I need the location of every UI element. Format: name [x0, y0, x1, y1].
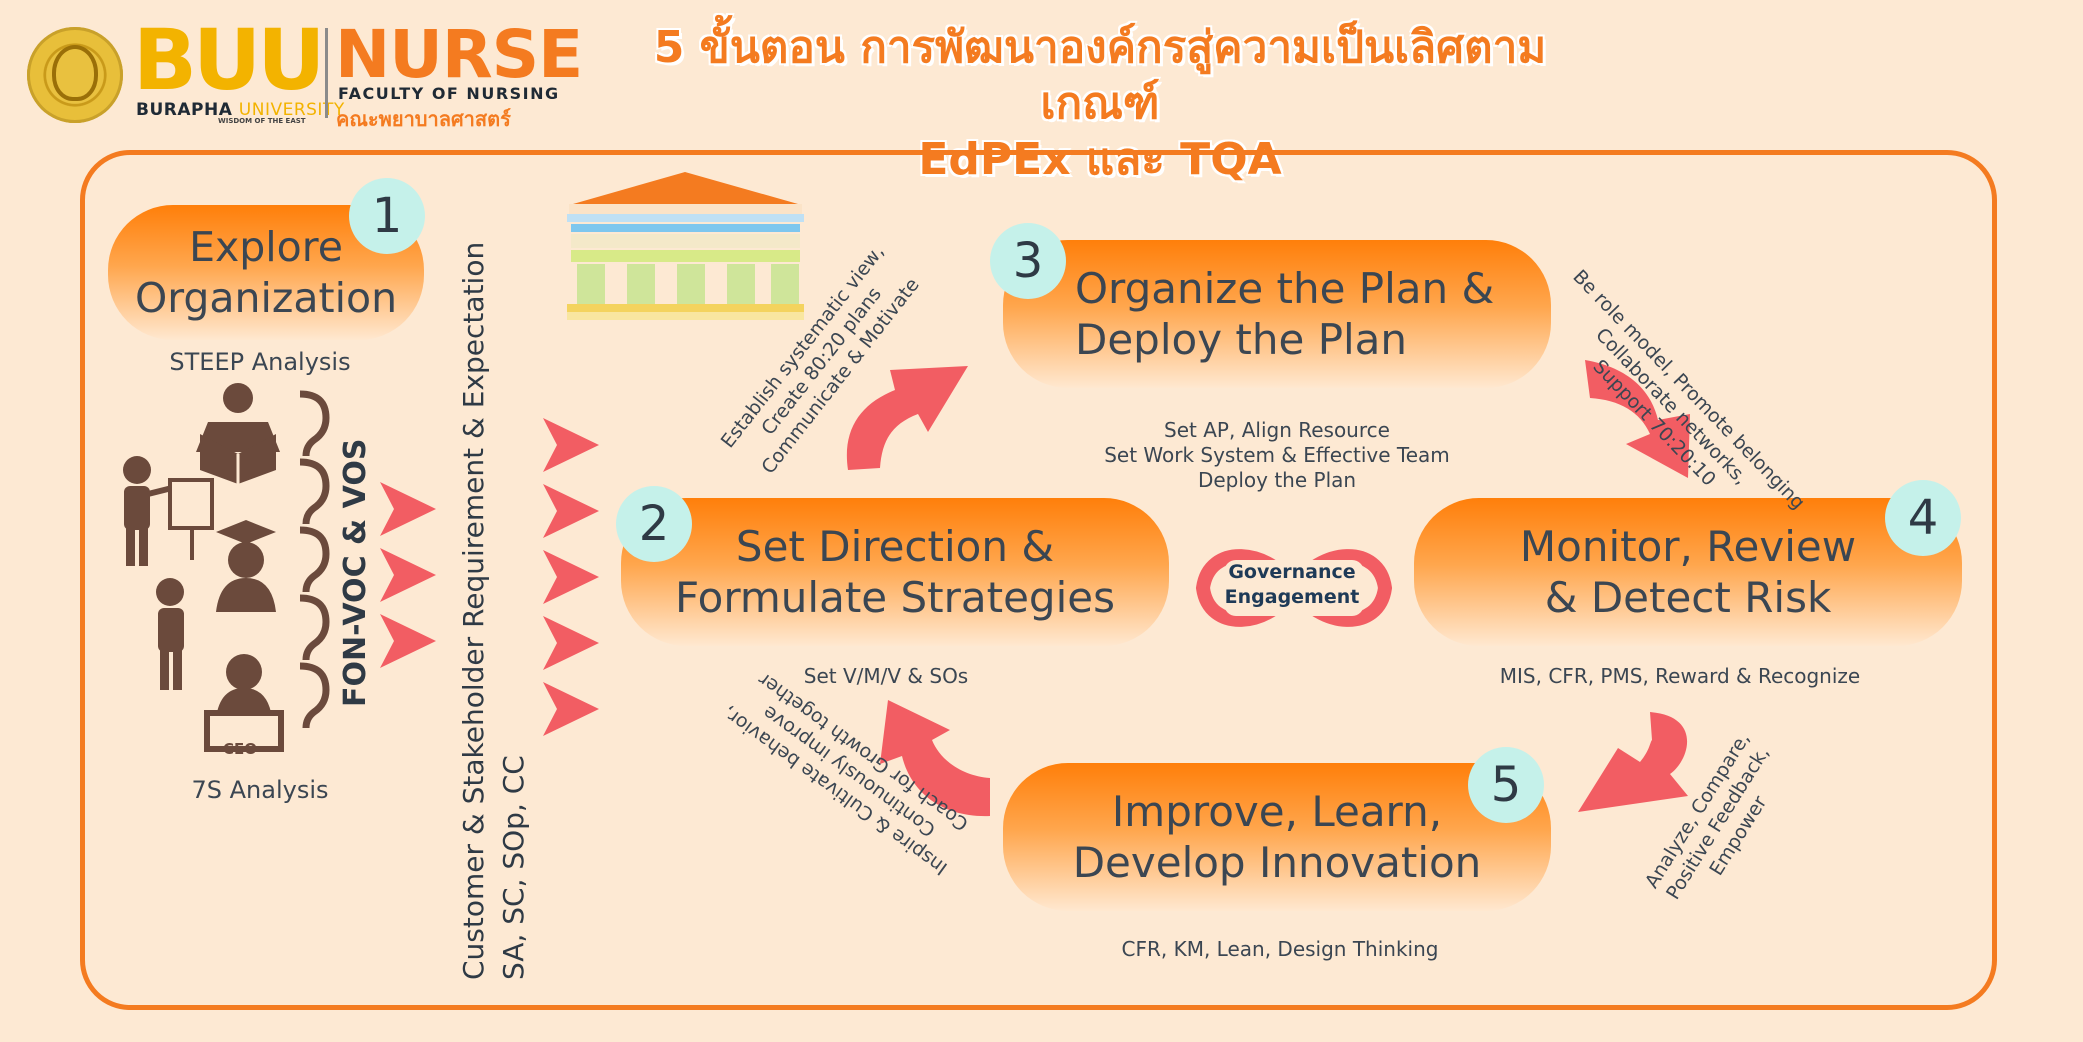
seven-s-analysis-label: 7S Analysis [191, 776, 329, 804]
steep-analysis-label: STEEP Analysis [169, 348, 351, 376]
strategy-house-illustration [567, 172, 804, 320]
logo-divider [325, 28, 328, 118]
nurse-logo-subtitle: FACULTY OF NURSING [338, 84, 560, 103]
step-5-caption: CFR, KM, Lean, Design Thinking [1121, 937, 1439, 961]
step-4-caption: MIS, CFR, PMS, Reward & Recognize [1499, 664, 1861, 688]
step-5-number-badge: 5 [1468, 747, 1544, 823]
governance-engagement-label: Governance Engagement [1224, 561, 1360, 608]
infinity-icon [1195, 549, 1393, 627]
title-line-1: 5 ขั้นตอน การพัฒนาองค์กรสู่ความเป็นเลิศต… [653, 22, 1547, 129]
step-4-monitor-review: Monitor, Review& Detect Risk [1414, 498, 1962, 646]
customer-arrows-icon [543, 418, 599, 736]
buu-tagline: WISDOM OF THE EAST [218, 117, 306, 125]
buu-logo-subtitle: BURAPHA UNIVERSITY [136, 100, 345, 120]
seal-emblem-icon [52, 45, 98, 101]
step-2-caption: Set V/M/V & SOs [803, 664, 969, 688]
page-title: 5 ขั้นตอน การพัฒนาองค์กรสู่ความเป็นเลิศต… [600, 20, 1600, 188]
step-3-organize-plan: Organize the Plan &Deploy the Plan [1003, 240, 1551, 388]
step-4-number-badge: 4 [1885, 480, 1961, 556]
ceo-sign-text: CEO [223, 740, 258, 758]
buu-logo-text: BUU [133, 11, 325, 109]
buu-logo: BUU [133, 18, 325, 102]
step-1-number-badge: 1 [349, 178, 425, 254]
nurse-logo: NURSE [335, 16, 583, 93]
diagram-frame [80, 150, 1997, 1010]
step-3-caption: Set AP, Align Resource Set Work System &… [1104, 418, 1450, 492]
step-3-number-badge: 3 [990, 223, 1066, 299]
step-2-number-badge: 2 [616, 486, 692, 562]
voc-arrows-icon [380, 482, 436, 668]
title-line-2: EdPEx และ TQA [918, 134, 1282, 185]
step-5-improve-learn: Improve, Learn,Develop Innovation [1003, 763, 1551, 911]
nurse-logo-thai: คณะพยาบาลศาสตร์ [336, 107, 511, 131]
step-2-set-direction: Set Direction &Formulate Strategies [621, 498, 1169, 646]
stakeholders-illustration [123, 383, 330, 752]
